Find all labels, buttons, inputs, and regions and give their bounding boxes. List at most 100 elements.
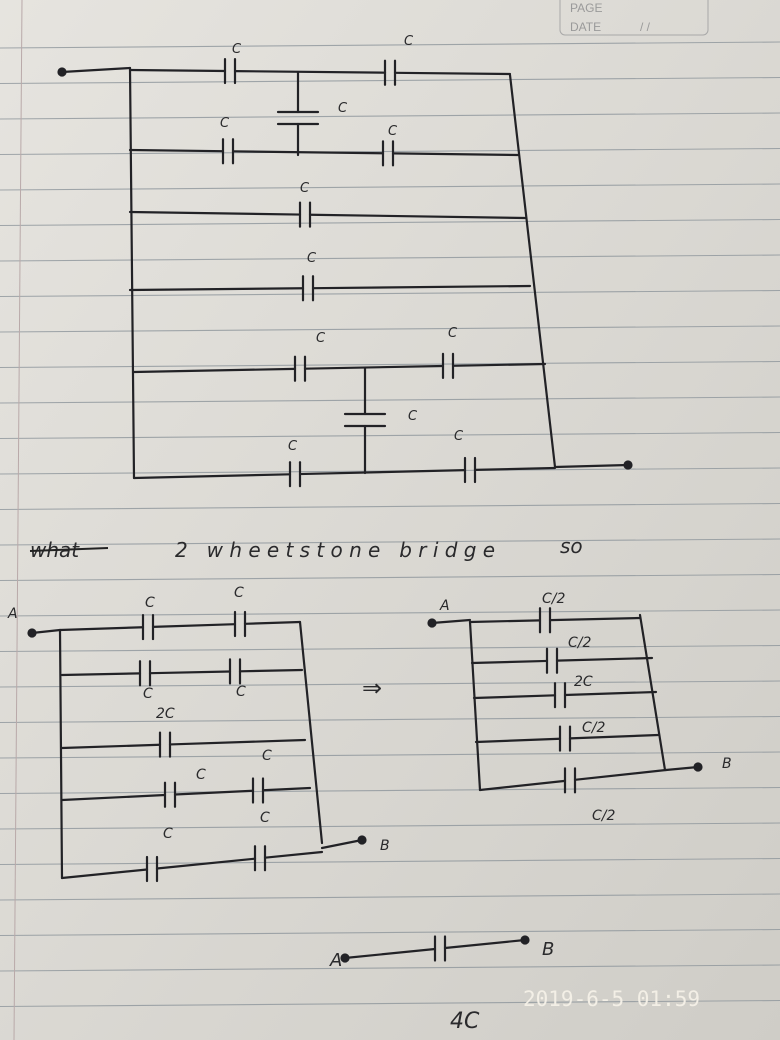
rule-line [0,254,780,262]
wire [548,616,642,622]
cap-label: C [454,429,464,444]
cap-label: C/2 [592,808,615,824]
wire [474,737,562,744]
terminal-node [357,835,367,845]
wire [430,618,472,625]
wire [151,623,237,629]
page-label: PAGE [570,1,602,15]
wire [298,620,324,845]
cap-label: C [338,101,348,116]
wire [173,789,255,796]
cap-label: C/2 [542,591,565,607]
cap-label: C [300,181,310,196]
rule-line [0,751,780,759]
terminal-a-label: A [329,950,342,971]
wire [263,850,324,859]
rule-line [0,360,780,369]
wire [60,672,142,677]
wire [443,938,527,950]
rule-line [0,999,780,1008]
cap-label: C [307,251,317,266]
note-text: 2 wheetstone bridge [175,538,495,562]
terminal-node [520,935,530,945]
terminal-a-label: A [7,606,18,622]
wire [555,656,654,662]
wire [128,210,302,216]
circuit-drawings [27,57,703,963]
wire [508,73,557,469]
rule-line [0,396,780,404]
terminal-a-label: A [439,598,450,614]
wire [128,66,136,480]
wire [168,738,307,746]
wire [308,213,527,220]
wire [393,71,512,76]
cap-label: 2C [574,674,593,690]
wire [563,690,658,697]
terminal-node [693,762,703,772]
cap-label: C [232,42,242,57]
photo-timestamp: 2019-6-5 01:59 [523,987,700,1011]
cap-label: C/2 [582,720,605,736]
wire [30,628,62,635]
rule-line [0,609,780,617]
wire [472,694,557,700]
wire [468,619,542,624]
cap-label: C [260,810,270,826]
cap-label: C [408,409,418,424]
wire [451,362,547,367]
rule-line [0,928,780,937]
rule-line [0,431,780,440]
terminal-b-label: B [380,838,390,854]
wire [478,779,567,792]
wire [60,743,162,750]
wire [132,367,297,374]
wire [320,838,364,850]
terminal-b-label: B [722,756,732,772]
cap-label: C [288,439,298,454]
rule-line [0,786,780,795]
circuit2-labels: A B C C C C 2C C C C C [7,585,390,854]
cap-label: 2C [156,706,175,722]
wire [298,469,467,476]
wire [470,659,549,665]
rule-line [0,41,780,49]
wire [60,868,149,880]
wire [128,68,227,73]
arrow-implies: ⇒ [362,674,382,702]
cap-label: C [388,124,398,139]
rule-line [0,538,780,546]
circuit1-labels: C C C C C C C C C C C C [220,34,464,454]
wire [155,857,257,870]
wire [553,463,630,469]
terminal-b-label: B [542,939,554,960]
terminal-node [623,460,633,470]
rule-line [0,325,780,333]
wire [568,733,660,740]
wire [311,284,532,290]
note-suffix: so [560,534,583,558]
wire [238,668,304,673]
cap-label: C [262,748,272,764]
cap-label: C [145,595,155,611]
wire [261,786,312,792]
cap-label: C [236,684,246,700]
margin-line [13,0,23,1040]
rule-line [0,573,780,582]
wire [243,620,302,625]
wire [128,287,305,292]
wire [58,628,64,880]
equivalent-capacitance: 4C [450,1009,480,1034]
rule-line [0,715,780,724]
page-date-box: PAGE DATE / / [559,0,709,36]
wire [231,150,385,155]
cap-label: C [220,116,230,131]
wire [148,670,232,675]
cap-label: C [143,686,153,702]
cap-label: C [316,331,326,346]
date-value: / / [640,20,651,34]
rule-line [0,822,780,830]
wire [468,620,482,792]
rule-line [0,644,780,653]
